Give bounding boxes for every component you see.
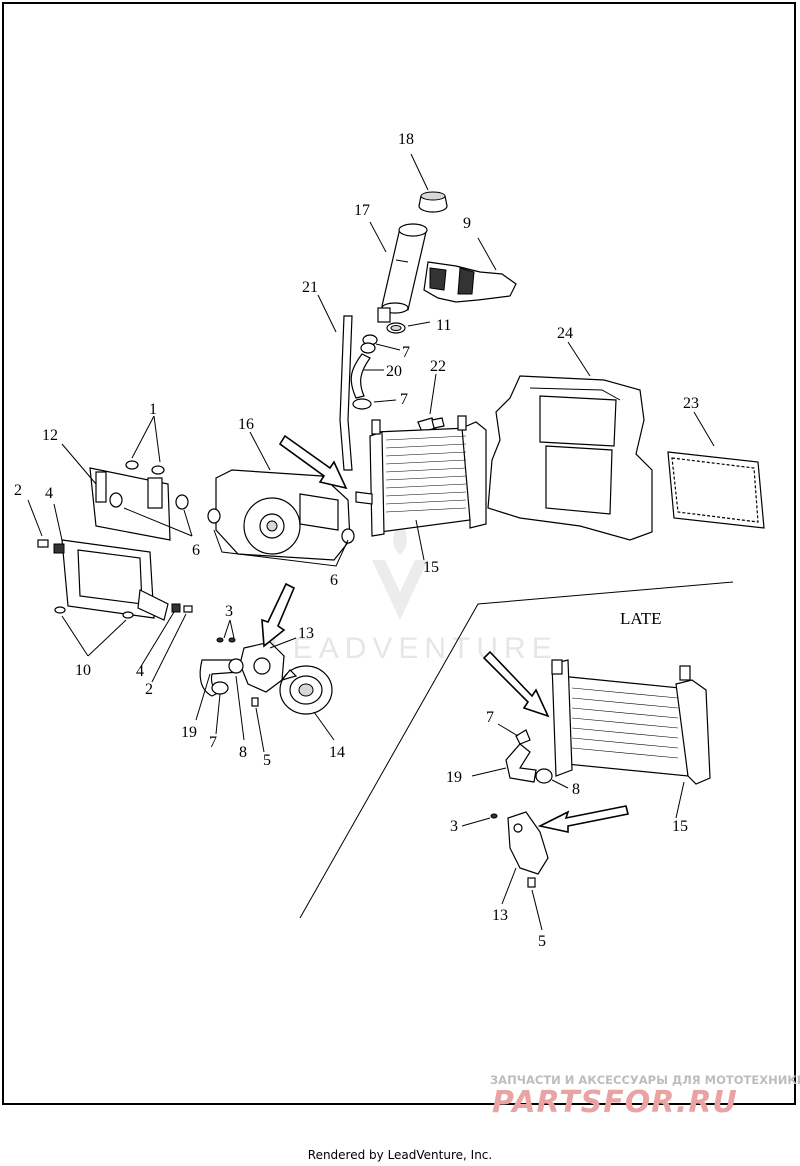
leadventure-watermark: LEADVENTURE	[270, 520, 558, 665]
overflow-hose[interactable]	[350, 353, 371, 399]
callout-2-left: 2	[14, 482, 22, 499]
callout-20: 20	[386, 363, 402, 380]
callout-15-late: 15	[672, 818, 688, 835]
callout-19-late: 19	[446, 769, 462, 786]
callout-3-upper: 3	[225, 603, 233, 620]
coolant-hose-19-late[interactable]	[505, 743, 537, 783]
bolt-2-left[interactable]	[37, 539, 49, 548]
callout-8-upper: 8	[239, 744, 247, 761]
callout-4-left: 4	[45, 485, 53, 502]
overflow-bottle[interactable]	[377, 223, 428, 323]
callout-6-left: 6	[192, 542, 200, 559]
radiator-late[interactable]	[551, 659, 711, 785]
screws-3-upper[interactable]	[216, 637, 236, 643]
hose-clamp-7-lower[interactable]	[352, 398, 372, 410]
partsfor-tagline: ЗАПЧАСТИ И АКСЕССУАРЫ ДЛЯ МОТОТЕХНИКИ	[490, 1073, 800, 1087]
hose-clamp-8-upper[interactable]	[228, 658, 244, 674]
callout-16: 16	[238, 416, 254, 433]
callout-1: 1	[149, 401, 157, 418]
callout-2-right: 2	[145, 681, 153, 698]
hose-clamp-7-upper[interactable]	[360, 334, 378, 354]
bolts-10[interactable]	[54, 606, 134, 619]
screw-3-late[interactable]	[490, 813, 498, 819]
footer-credit: Rendered by LeadVenture, Inc.	[307, 1148, 493, 1162]
callout-labels: 18 17 9 21 11 7 20 22 7 24 23 1 12 16 2 …	[14, 131, 699, 950]
callout-7-late: 7	[486, 709, 494, 726]
water-pump[interactable]	[279, 665, 333, 715]
cooling-fan-assembly[interactable]	[207, 469, 355, 561]
callout-7-upper: 7	[402, 344, 410, 361]
callout-13-late: 13	[492, 907, 508, 924]
partsfor-watermark: ЗАПЧАСТИ И АКСЕССУАРЫ ДЛЯ МОТОТЕХНИКИ PA…	[490, 1073, 800, 1120]
bolt-5-late[interactable]	[527, 877, 536, 888]
grommets-6-left[interactable]	[109, 492, 189, 510]
bottle-bracket[interactable]	[423, 261, 517, 303]
hose-clamp-11[interactable]	[386, 322, 406, 334]
callout-21: 21	[302, 279, 318, 296]
callout-17: 17	[354, 202, 370, 219]
breather-hose[interactable]	[339, 315, 353, 471]
direction-arrow-to-pump	[261, 582, 296, 648]
radiator-main[interactable]	[355, 415, 487, 537]
hose-clamp-8-late[interactable]	[535, 768, 553, 784]
direction-arrow-to-late-radiator	[482, 650, 550, 718]
partsfor-logo: PARTSFOR.RU	[492, 1085, 738, 1120]
callout-13-upper: 13	[298, 625, 314, 642]
radiator-screen[interactable]	[667, 451, 765, 529]
callout-24: 24	[557, 325, 573, 342]
hose-clamp-7-pump[interactable]	[211, 681, 229, 695]
direction-arrow-to-radiator	[278, 434, 348, 490]
leader-lines	[27, 153, 715, 931]
callout-8-late: 8	[572, 781, 580, 798]
callout-3-late: 3	[450, 818, 458, 835]
callout-4-right: 4	[136, 663, 144, 680]
callout-19-upper: 19	[181, 724, 197, 741]
callout-18: 18	[398, 131, 414, 148]
grommet-bracket-6	[213, 529, 349, 567]
callout-10: 10	[75, 662, 91, 679]
hose-clamp-7-late[interactable]	[515, 729, 531, 745]
direction-arrow-to-late-cover	[537, 805, 629, 833]
water-pump-cover-late[interactable]	[507, 811, 549, 875]
late-section-divider	[299, 581, 734, 919]
callout-15-upper: 15	[423, 559, 439, 576]
callout-23: 23	[683, 395, 699, 412]
callout-5-upper: 5	[263, 752, 271, 769]
temperature-sensor[interactable]	[417, 417, 445, 433]
radiator-mount-bracket[interactable]	[61, 467, 171, 621]
bolt-5-upper[interactable]	[251, 697, 259, 707]
callout-14: 14	[329, 744, 345, 761]
callout-7-pump: 7	[209, 734, 217, 751]
water-pump-cover[interactable]	[239, 641, 285, 693]
nut-4-right[interactable]	[171, 603, 193, 613]
callout-9: 9	[463, 215, 471, 232]
mount-bolts-1[interactable]	[125, 460, 165, 475]
callout-22: 22	[430, 358, 446, 375]
nut-4-left[interactable]	[53, 543, 65, 554]
leadventure-watermark-text: LEADVENTURE	[270, 632, 558, 665]
late-label: LATE	[620, 609, 662, 628]
callout-5-late: 5	[538, 933, 546, 950]
radiator-shroud[interactable]	[487, 375, 653, 541]
callout-7-lower: 7	[400, 391, 408, 408]
callout-6-right: 6	[330, 572, 338, 589]
radiator-cap[interactable]	[418, 191, 448, 213]
callout-11: 11	[436, 317, 451, 334]
diagram-frame	[2, 2, 796, 1105]
callout-12: 12	[42, 427, 58, 444]
